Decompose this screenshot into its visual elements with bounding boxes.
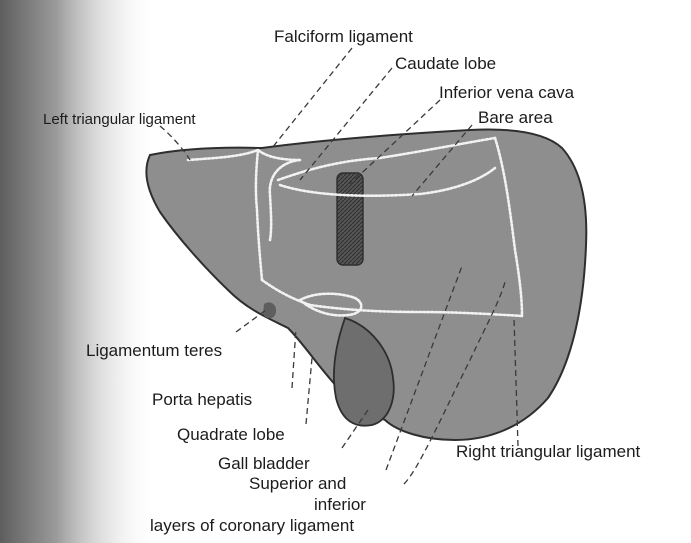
label-coronary-line-3: layers of coronary ligament	[150, 516, 354, 535]
label-quadrate-lobe: Quadrate lobe	[177, 425, 285, 444]
label-falciform: Falciform ligament	[274, 27, 413, 46]
label-coronary-line-2: inferior	[314, 495, 366, 514]
label-ligamentum-teres: Ligamentum teres	[86, 341, 222, 360]
label-porta-hepatis: Porta hepatis	[152, 390, 252, 409]
label-inferior-vena-cava: Inferior vena cava	[439, 83, 575, 102]
page-edge-shadow	[0, 0, 160, 543]
label-left-triangular-ligament: Left triangular ligament	[43, 111, 196, 128]
label-coronary-line-1: Superior and	[249, 474, 346, 493]
label-gall-bladder: Gall bladder	[218, 454, 310, 473]
leader-falciform	[272, 48, 352, 148]
label-right-triangular-ligament: Right triangular ligament	[456, 442, 641, 461]
leader-teres	[236, 310, 266, 332]
leader-porta	[292, 328, 296, 388]
ligamentum-teres-notch	[263, 302, 276, 318]
leader-quadrate	[306, 358, 312, 424]
inferior-vena-cava-shape	[337, 173, 363, 265]
label-bare-area: Bare area	[478, 108, 553, 127]
label-caudate-lobe: Caudate lobe	[395, 54, 496, 73]
